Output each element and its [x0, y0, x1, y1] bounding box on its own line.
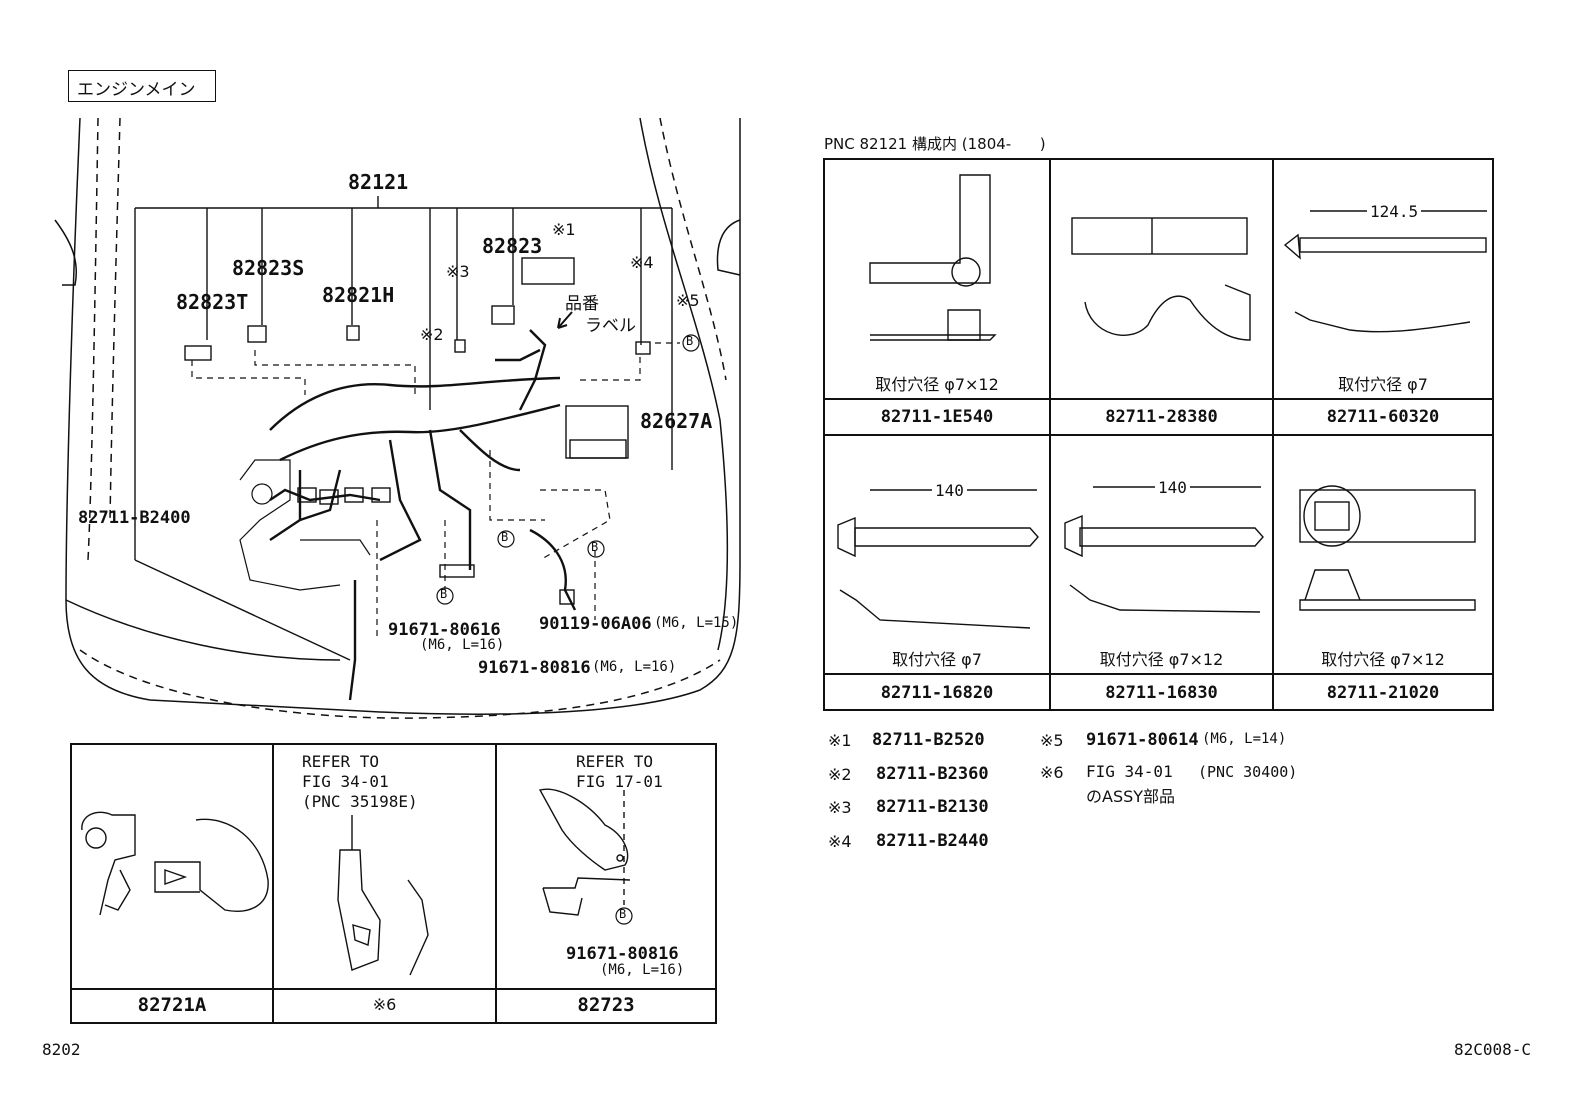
- dashed-leaders: [191, 342, 680, 640]
- section-label: エンジンメイン: [77, 80, 196, 100]
- callout-82627A: 82627A: [640, 409, 713, 433]
- panel3-drawing: [538, 788, 631, 916]
- note4-mark: ※4: [828, 832, 852, 851]
- callout-82823S: 82823S: [232, 256, 305, 280]
- ref-b-4: B: [440, 587, 448, 601]
- callout-82821H: 82821H: [322, 283, 395, 307]
- label-arrow: [557, 311, 573, 329]
- note4-text: 82711-B2440: [876, 831, 989, 851]
- engine-bay-outline: [54, 117, 741, 719]
- panel2-drawing: [337, 815, 429, 976]
- cell5-note: 取付穴径 φ7×12: [1099, 650, 1224, 669]
- note6-mark: ※6: [1040, 763, 1064, 782]
- panel3-refer-line2: FIG 17-01: [576, 772, 663, 791]
- clip-1E540-drawing: [869, 174, 997, 341]
- bolt-90119-06A06-spec: (M6, L=15): [654, 615, 739, 631]
- panel-divider-2: [495, 743, 497, 1024]
- note5-text: 91671-80614: [1086, 730, 1199, 750]
- harness-connectors: [184, 257, 651, 605]
- cell4-note: 取付穴径 φ7: [892, 650, 982, 669]
- note3-text: 82711-B2130: [876, 797, 989, 817]
- footer-left: 8202: [42, 1040, 81, 1059]
- callout-82711-B2400: 82711-B2400: [78, 508, 191, 528]
- panel2-refer-line2: FIG 34-01: [302, 772, 389, 791]
- cell3-part: 82711-60320: [1326, 407, 1440, 427]
- bolt-91671-80816-spec: (M6, L=16): [592, 659, 677, 675]
- panel3-bolt-spec: (M6, L=16): [600, 962, 685, 978]
- table-hline-1: [823, 398, 1494, 400]
- callout-82823: 82823: [482, 234, 543, 258]
- harness-bracket-frame: [134, 196, 673, 661]
- cell1-note: 取付穴径 φ7×12: [875, 375, 999, 394]
- cell3-note: 取付穴径 φ7: [1338, 375, 1428, 394]
- ref-b-3: B: [591, 540, 599, 554]
- panel3-refer-line1: REFER TO: [576, 752, 654, 771]
- cell6-part: 82711-21020: [1326, 683, 1440, 703]
- panel2-caption: ※6: [372, 995, 397, 1014]
- cell6-note: 取付穴径 φ7×12: [1321, 650, 1445, 669]
- bottom-panels-frame: [70, 743, 717, 1024]
- ref-circles: [436, 334, 700, 925]
- bolt-91671-80816: 91671-80816: [478, 658, 591, 678]
- note-mark-2: ※2: [420, 325, 444, 344]
- cell2-part: 82711-28380: [1105, 407, 1218, 427]
- panel3-ref-b: B: [619, 907, 627, 921]
- note3-mark: ※3: [828, 798, 852, 817]
- panel2-refer-line1: REFER TO: [302, 752, 380, 771]
- footer-right: 82C008-C: [1454, 1040, 1532, 1059]
- callout-82823T: 82823T: [176, 290, 249, 314]
- panel3-caption: 82723: [577, 994, 635, 1016]
- note-mark-5: ※5: [676, 291, 700, 310]
- label-note-line1: 品番: [565, 294, 599, 314]
- note2-text: 82711-B2360: [876, 764, 989, 784]
- section-label-box: エンジンメイン: [68, 70, 216, 102]
- label-note-line2: ラベル: [585, 316, 636, 336]
- cell5-part: 82711-16830: [1105, 683, 1218, 703]
- panel3-bolt-pn: 91671-80816: [566, 944, 679, 964]
- engine-block: [239, 459, 371, 591]
- panel2-refer-line3: (PNC 35198E): [302, 792, 418, 811]
- note-mark-3: ※3: [446, 262, 470, 281]
- note-mark-1: ※1: [552, 220, 576, 239]
- bolt-91671-80616: 91671-80616: [388, 620, 501, 640]
- callout-82121: 82121: [348, 170, 409, 194]
- note6-line2: のASSY部品: [1086, 787, 1176, 806]
- note5-mark: ※5: [1040, 731, 1064, 750]
- panel-caption-rule: [70, 988, 717, 990]
- note1-mark: ※1: [828, 731, 852, 750]
- cell4-part: 82711-16820: [880, 683, 994, 703]
- panel1-caption: 82721A: [137, 994, 207, 1016]
- note5-spec: (M6, L=14): [1202, 731, 1287, 747]
- note1-text: 82711-B2520: [872, 730, 985, 750]
- cell3-dim: 124.5: [1367, 202, 1422, 221]
- cell4-dim: 140: [932, 481, 967, 500]
- table-title: PNC 82121 構成内 (1804- ): [824, 135, 1046, 153]
- table-hline-3: [823, 673, 1494, 675]
- ref-b-1: B: [686, 334, 694, 348]
- panel1-drawing: [81, 811, 269, 916]
- table-hline-2: [823, 434, 1494, 436]
- note6-spec: (PNC 30400): [1198, 763, 1298, 781]
- clip-28380-drawing: [1071, 217, 1251, 341]
- ref-b-2: B: [501, 530, 509, 544]
- wire-harness: [269, 329, 577, 701]
- clamp-21020-drawing: [1299, 485, 1476, 611]
- note2-mark: ※2: [828, 765, 852, 784]
- cell5-dim: 140: [1155, 478, 1190, 497]
- note6-text: FIG 34-01: [1086, 762, 1173, 781]
- bolt-91671-80616-spec: (M6, L=16): [420, 637, 505, 653]
- bolt-90119-06A06: 90119-06A06: [539, 614, 652, 634]
- cell1-part: 82711-1E540: [880, 407, 994, 427]
- note-mark-4: ※4: [630, 253, 654, 272]
- panel-divider-1: [272, 743, 274, 1024]
